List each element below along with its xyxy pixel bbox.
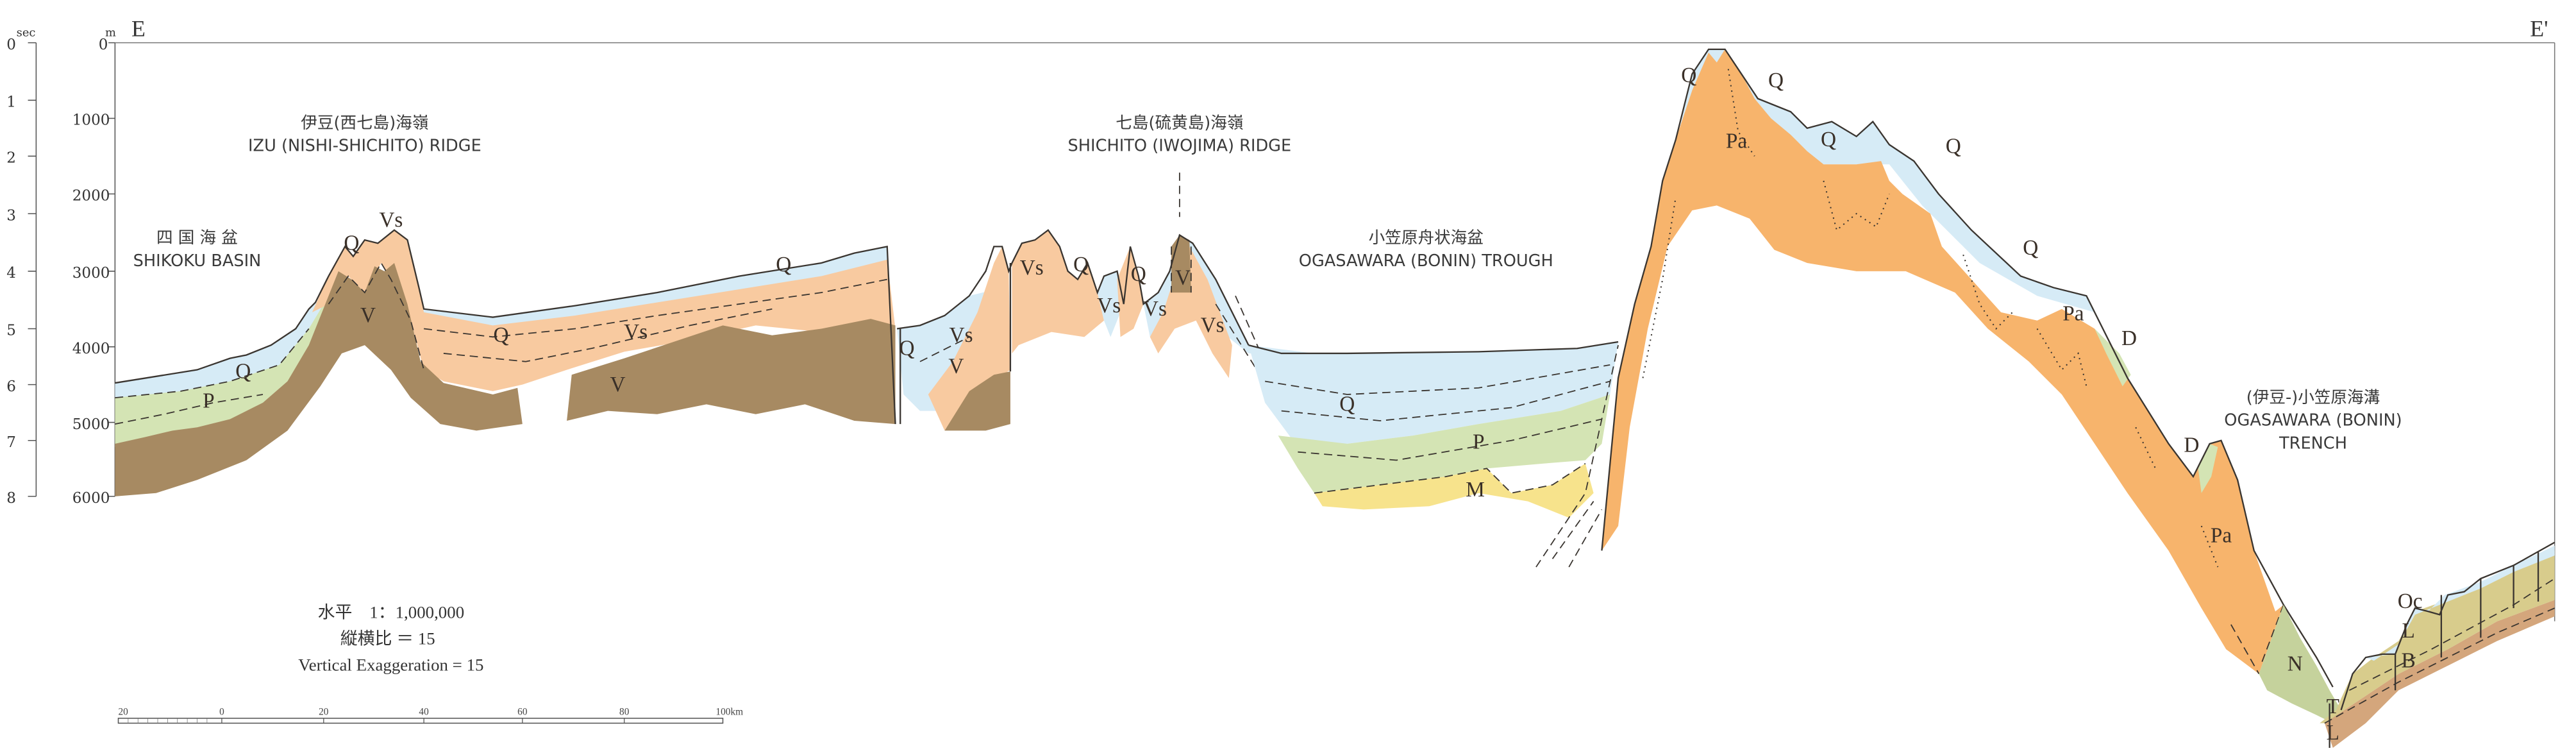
trench-section <box>2259 541 2555 748</box>
time-tick: 8 <box>6 490 16 507</box>
scale-bar-tick: 40 <box>419 707 429 718</box>
ogasawara-trough-section <box>1248 341 1619 568</box>
region-label-en: SHIKOKU BASIN <box>133 251 262 271</box>
region-label-ja: 小笠原舟状海盆 <box>1369 228 1484 248</box>
time-tick: 1 <box>6 94 16 111</box>
region-label-en: IZU (NISHI-SHICHITO) RIDGE <box>248 137 481 156</box>
scale-bar-tick: 60 <box>517 707 528 718</box>
time-tick: 2 <box>6 150 16 167</box>
unit-label: Q <box>776 253 791 276</box>
unit-label: Oc <box>2398 589 2423 613</box>
time-tick: 6 <box>6 378 16 395</box>
region-label-ja: (伊豆-)小笠原海溝 <box>2246 388 2380 407</box>
scale-info: 水平 1：1,000,000 縦横比 ＝ 15 Vertical Exagger… <box>298 602 483 674</box>
unit-label: Q <box>2023 236 2038 260</box>
depth-tick: 2000 <box>72 188 110 205</box>
time-tick: 0 <box>6 37 16 53</box>
unit-label: D <box>2121 326 2137 350</box>
unit-vs-fill <box>312 230 896 391</box>
scale-bar-tick: 0 <box>219 707 224 718</box>
region-label-en: SHICHITO (IWOJIMA) RIDGE <box>1068 137 1292 156</box>
unit-label: M <box>1466 478 1485 502</box>
unit-label: Vs <box>1020 256 1044 280</box>
scale-bar-tick: 20 <box>119 707 129 718</box>
depth-tick: 6000 <box>72 490 110 507</box>
region-label-en2: TRENCH <box>2279 434 2347 453</box>
unit-label: V <box>948 355 964 378</box>
unit-label: Q <box>1073 253 1089 276</box>
unit-label: T <box>2327 695 2339 718</box>
region-label-en: OGASAWARA (BONIN) TROUGH <box>1299 251 1553 271</box>
unit-label: Q <box>1339 393 1355 416</box>
depth-tick: 0 <box>99 37 108 53</box>
unit-label: P <box>1473 430 1485 454</box>
unit-label: L <box>2402 619 2414 643</box>
depth-tick: 3000 <box>72 265 110 282</box>
region-label-ja: 伊豆(西七島)海嶺 <box>301 114 428 133</box>
unit-label: Q <box>235 359 251 383</box>
unit-label: Q <box>344 232 359 255</box>
section-end-label: E' <box>2530 15 2548 41</box>
unit-label: Q <box>1821 128 1836 151</box>
region-shichito-ridge: 七島(硫黄島)海嶺 SHICHITO (IWOJIMA) RIDGE <box>1068 114 1292 156</box>
unit-label: V <box>1175 266 1191 289</box>
time-tick: 7 <box>6 434 16 451</box>
unit-label: Q <box>1946 134 1961 158</box>
time-tick: 5 <box>6 323 16 339</box>
depth-tick: 5000 <box>72 416 110 433</box>
region-izu-ridge: 伊豆(西七島)海嶺 IZU (NISHI-SHICHITO) RIDGE <box>248 114 481 156</box>
depth-axis: 0 1000 2000 3000 4000 5000 6000 m <box>72 26 116 507</box>
unit-label: Q <box>1681 63 1696 87</box>
unit-label: Q <box>899 337 914 360</box>
unit-label: Pa <box>2062 302 2084 326</box>
scale-bar-tick: 100km <box>715 707 743 718</box>
unit-label: D <box>2184 434 2199 457</box>
unit-label: Vs <box>1143 297 1167 321</box>
unit-label: V <box>360 303 376 327</box>
scale-bar-tick: 80 <box>619 707 630 718</box>
unit-label: V <box>610 373 625 396</box>
scale-bar-tick: 20 <box>319 707 329 718</box>
unit-label: L <box>2327 721 2339 745</box>
unit-label: B <box>2402 648 2416 672</box>
unit-p-fill <box>115 296 329 447</box>
time-tick: 3 <box>6 207 16 224</box>
region-label-ja: 四 国 海 盆 <box>156 228 238 248</box>
unit-v-fill <box>567 319 896 425</box>
unit-label: Vs <box>624 320 648 344</box>
unit-label: Vs <box>1201 314 1225 337</box>
vertical-ratio-ja: 縦横比 ＝ 15 <box>340 629 435 648</box>
region-shikoku-basin: 四 国 海 盆 SHIKOKU BASIN <box>133 228 262 271</box>
unit-q-fill <box>115 246 889 398</box>
depth-unit: m <box>105 26 116 39</box>
unit-labels: Q Vs V Q P Q Vs V Q Q Vs V Vs Q Vs Q Vs … <box>203 63 2422 745</box>
region-label-en: OGASAWARA (BONIN) <box>2224 411 2402 430</box>
time-tick: 4 <box>6 265 16 282</box>
time-axis: 0 1 2 3 4 5 6 7 8 sec <box>6 26 37 507</box>
unit-label: N <box>2287 652 2303 676</box>
vertical-exaggeration: Vertical Exaggeration = 15 <box>298 655 483 674</box>
unit-label: Pa <box>2211 524 2232 548</box>
unit-v-fill <box>115 263 523 496</box>
section-start-label: E <box>131 15 146 41</box>
unit-label: Q <box>494 323 509 347</box>
unit-label: Vs <box>1097 294 1121 317</box>
unit-label: Vs <box>949 323 973 347</box>
region-ogasawara-trench: (伊豆-)小笠原海溝 OGASAWARA (BONIN) TRENCH <box>2224 388 2402 453</box>
region-label-ja: 七島(硫黄島)海嶺 <box>1116 114 1243 133</box>
bonin-ridge-section <box>1601 48 2334 688</box>
izu-ridge-section <box>115 229 896 496</box>
region-ogasawara-trough: 小笠原舟状海盆 OGASAWARA (BONIN) TROUGH <box>1299 228 1553 271</box>
depth-tick: 4000 <box>72 341 110 357</box>
unit-label: Vs <box>379 208 403 232</box>
depth-tick: 1000 <box>72 112 110 129</box>
unit-label: Q <box>1768 69 1784 92</box>
unit-label: Q <box>1131 262 1146 286</box>
unit-label: P <box>203 389 215 413</box>
shichito-ridge-section <box>896 173 1314 431</box>
horizontal-scale: 水平 1：1,000,000 <box>318 602 465 622</box>
scale-bar: 20 0 20 40 60 80 100km <box>117 707 743 724</box>
unit-label: Pa <box>1726 130 1748 153</box>
time-unit: sec <box>17 26 36 39</box>
